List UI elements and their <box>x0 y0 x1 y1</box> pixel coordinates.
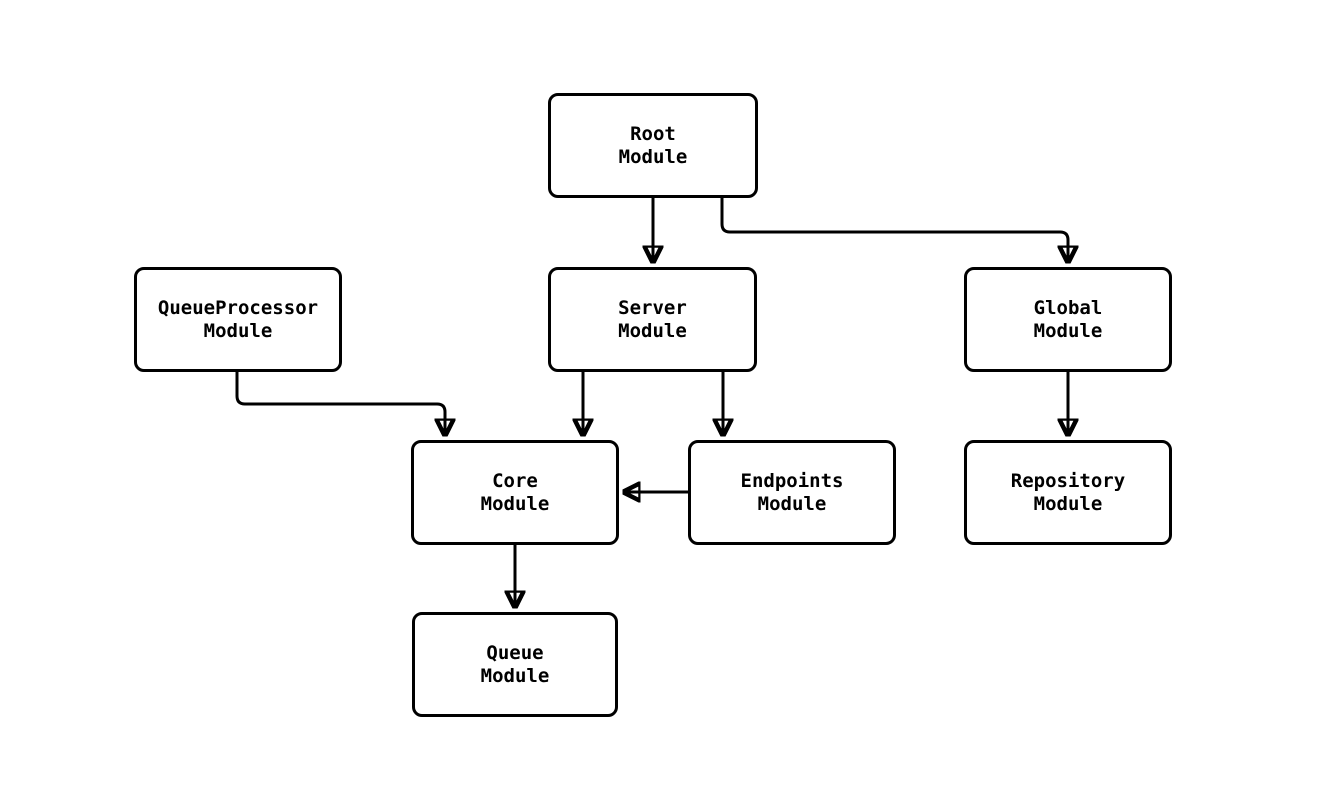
edge-queueprocessor-to-core <box>235 370 445 437</box>
node-global-module: Global Module <box>964 267 1172 372</box>
node-repository-module-label: Repository Module <box>1010 469 1126 515</box>
node-core-module-label: Core Module <box>480 469 550 515</box>
node-server-module-label: Server Module <box>618 296 687 342</box>
node-root-module: Root Module <box>548 93 758 198</box>
node-root-module-label: Root Module <box>618 122 688 168</box>
node-server-module: Server Module <box>548 267 757 372</box>
node-core-module: Core Module <box>411 440 619 545</box>
node-global-module-label: Global Module <box>1033 296 1103 342</box>
edge-root-to-global <box>720 196 1068 264</box>
node-queueprocessor-module-label: QueueProcessor Module <box>157 296 319 342</box>
node-repository-module: Repository Module <box>964 440 1172 545</box>
node-endpoints-module-label: Endpoints Module <box>740 469 844 515</box>
node-queueprocessor-module: QueueProcessor Module <box>134 267 342 372</box>
node-queue-module: Queue Module <box>412 612 618 717</box>
node-queue-module-label: Queue Module <box>480 641 550 687</box>
node-endpoints-module: Endpoints Module <box>688 440 896 545</box>
